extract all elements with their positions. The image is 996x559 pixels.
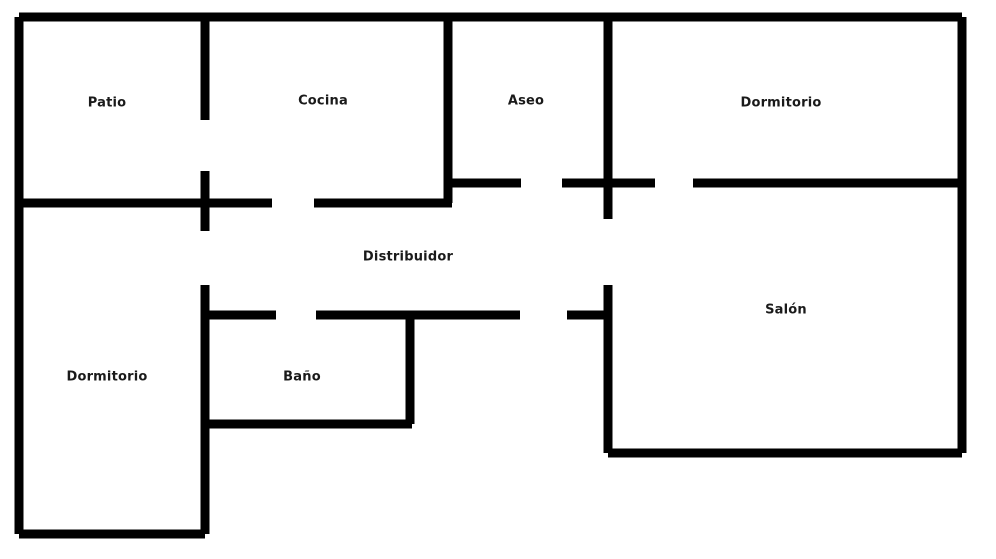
room-label-distribuidor: Distribuidor <box>362 249 454 265</box>
room-label-salon: Salón <box>765 302 807 318</box>
room-label-cocina: Cocina <box>298 93 348 109</box>
room-label-bano: Baño <box>283 369 321 385</box>
room-label-dormitorio-sup: Dormitorio <box>740 95 822 111</box>
walls-group <box>14 12 967 539</box>
room-label-dormitorio-inf: Dormitorio <box>66 369 148 385</box>
room-label-patio: Patio <box>87 95 127 111</box>
room-label-aseo: Aseo <box>507 93 545 109</box>
